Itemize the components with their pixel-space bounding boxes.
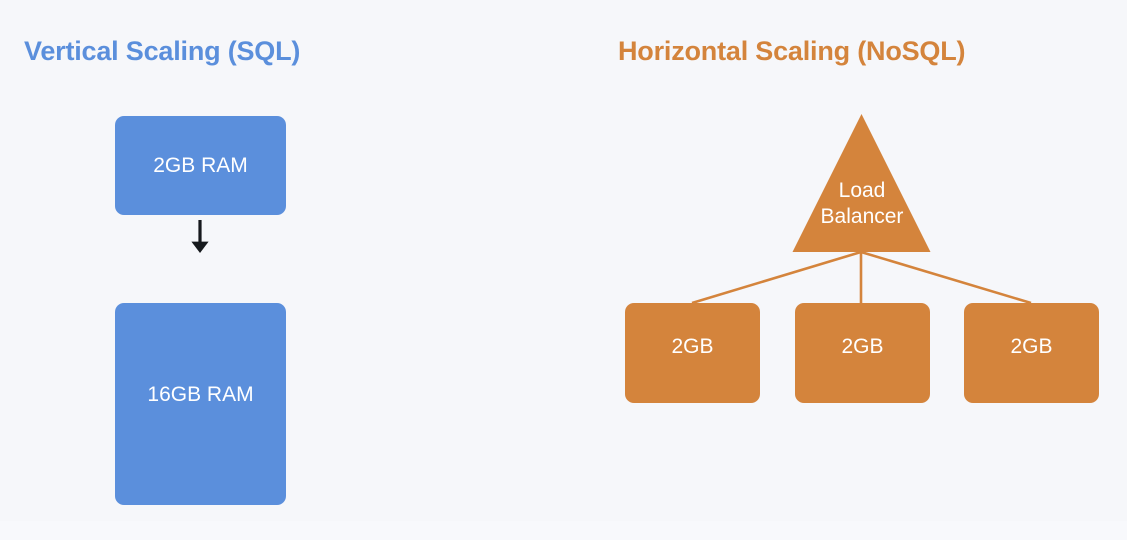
shard-node-3-label: 2GB: [1010, 335, 1053, 358]
vertical-scaling-before-box: 2GB RAM: [115, 116, 286, 215]
connector-line-right: [860, 250, 1032, 305]
shard-node-2-label: 2GB: [841, 335, 884, 358]
shard-node-3: 2GB: [964, 303, 1099, 403]
bottom-strip: [0, 521, 1127, 540]
connector-line-left: [691, 250, 862, 305]
vertical-scaling-after-box: 16GB RAM: [115, 303, 286, 505]
vertical-scaling-after-label: 16GB RAM: [147, 383, 254, 406]
shard-node-2: 2GB: [795, 303, 930, 403]
panel-title-vertical-scaling: Vertical Scaling (SQL): [24, 36, 301, 66]
vertical-scaling-before-label: 2GB RAM: [153, 154, 248, 177]
load-balancer-node: Load Balancer: [790, 110, 934, 256]
triangle-icon: [792, 114, 931, 252]
panel-title-horizontal-scaling: Horizontal Scaling (NoSQL): [618, 36, 966, 66]
load-balancer-connectors: [691, 250, 1032, 305]
shard-node-1-label: 2GB: [671, 335, 714, 358]
shard-node-1: 2GB: [625, 303, 760, 403]
down-arrow-icon: [191, 220, 209, 253]
